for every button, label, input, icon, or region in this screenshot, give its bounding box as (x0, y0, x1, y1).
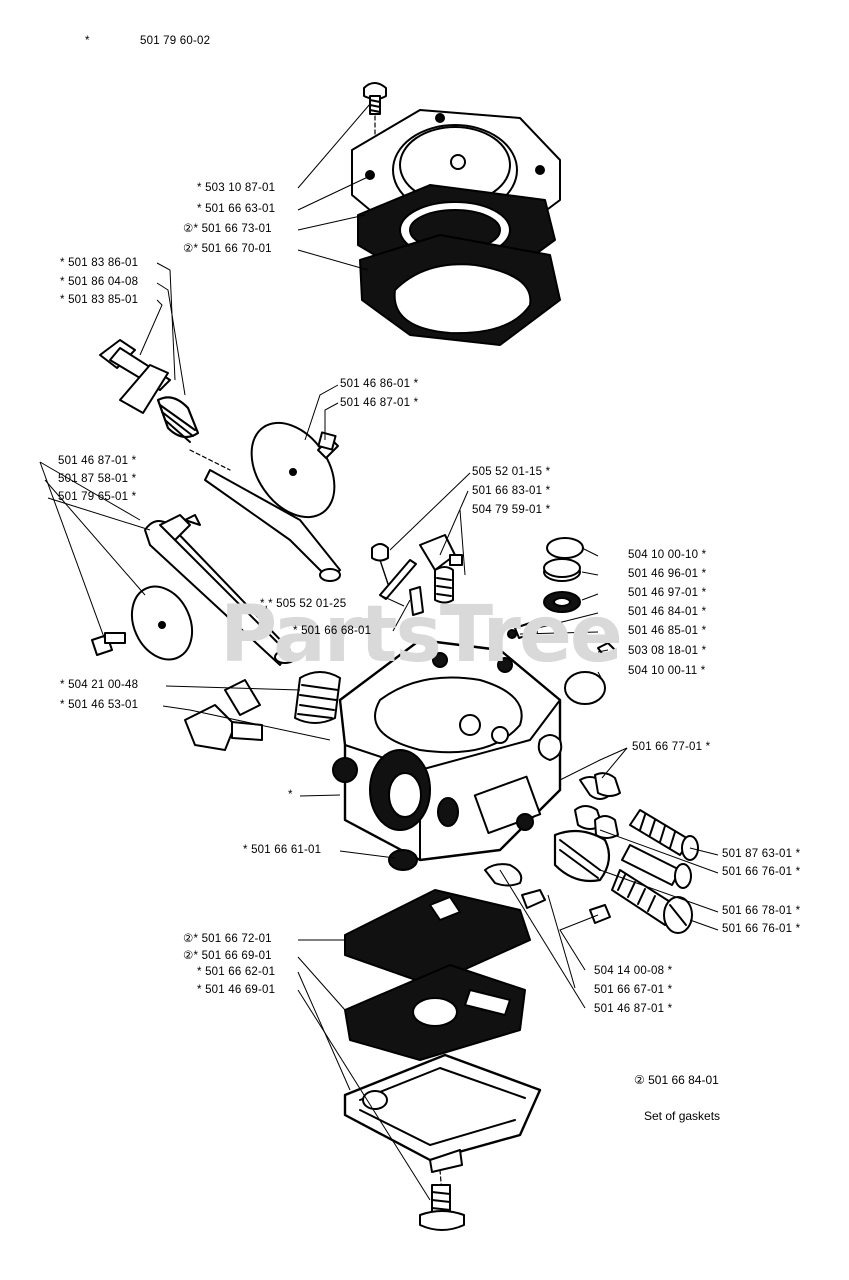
lower-choke-disc (91, 585, 194, 661)
part-label[interactable]: * 501 66 68-01 (293, 625, 372, 637)
part-label[interactable]: 504 14 00-08 * (594, 965, 673, 977)
bottom-stack (343, 849, 611, 1231)
part-label[interactable]: 501 66 78-01 * (722, 905, 801, 917)
upper-shaft (99, 339, 341, 582)
part-label[interactable]: *,* 505 52 01-25 (260, 598, 347, 610)
part-label[interactable]: * 501 83 85-01 (60, 294, 139, 306)
gasket-set-number[interactable]: ② 501 66 84-01 (634, 1073, 719, 1087)
part-label[interactable]: ②* 501 66 72-01 (183, 933, 272, 945)
part-label[interactable]: * 501 66 62-01 (197, 966, 276, 978)
part-label[interactable]: * 501 83 86-01 (60, 257, 139, 269)
part-label[interactable]: 504 10 00-10 * (628, 549, 707, 561)
part-label[interactable]: 501 46 85-01 * (628, 625, 707, 637)
part-label[interactable]: * 504 21 00-48 (60, 679, 139, 691)
fuel-inlet-elbow (184, 679, 263, 751)
part-label[interactable]: * 501 46 53-01 (60, 699, 139, 711)
pump-gasket (359, 234, 561, 346)
gasket-set-caption: Set of gaskets (644, 1109, 721, 1123)
header-part-number: 501 79 60-02 (140, 35, 211, 47)
part-label[interactable]: ②* 501 66 73-01 (183, 223, 272, 235)
part-label[interactable]: 501 46 97-01 * (628, 587, 707, 599)
watermark: PartsTree (220, 590, 623, 680)
part-label[interactable]: 504 10 00-11 * (628, 665, 706, 677)
part-label[interactable]: 501 46 87-01 * (594, 1003, 673, 1015)
part-label[interactable]: 505 52 01-15 * (472, 466, 551, 478)
part-label[interactable]: * 501 66 63-01 (197, 203, 276, 215)
fuel-screen-parts (507, 537, 617, 705)
part-label[interactable]: 501 79 65-01 * (58, 491, 137, 503)
part-label[interactable]: 501 46 87-01 * (58, 455, 137, 467)
part-label[interactable]: 501 87 58-01 * (58, 473, 137, 485)
part-label[interactable]: * 501 46 69-01 (197, 984, 276, 996)
carburetor-body (332, 638, 563, 862)
cover-screw (363, 82, 387, 171)
part-label[interactable]: 501 46 87-01 * (340, 397, 419, 409)
part-label[interactable]: 501 66 67-01 * (594, 984, 673, 996)
part-label[interactable]: 504 79 59-01 * (472, 504, 551, 516)
part-label[interactable]: 501 66 76-01 * (722, 923, 801, 935)
part-label[interactable]: 501 46 96-01 * (628, 568, 707, 580)
part-label[interactable]: 501 66 76-01 * (722, 866, 801, 878)
leader-lines (39, 103, 719, 1201)
part-label[interactable]: 501 87 63-01 * (722, 848, 801, 860)
part-label[interactable]: * 501 86 04-08 (60, 276, 139, 288)
part-label[interactable]: ②* 501 66 69-01 (183, 950, 272, 962)
part-label[interactable]: 501 66 83-01 * (472, 485, 551, 497)
upper-throttle-disc (250, 421, 339, 519)
lower-shaft (144, 514, 296, 666)
header-marker: * (85, 35, 90, 47)
part-label[interactable]: 503 08 18-01 * (628, 645, 707, 657)
adjustment-screws (553, 772, 699, 934)
part-label[interactable]: * 503 10 87-01 (197, 182, 276, 194)
part-label[interactable]: 501 46 84-01 * (628, 606, 707, 618)
choke-spring (294, 671, 341, 724)
part-label[interactable]: 501 46 86-01 * (340, 378, 419, 390)
metering-lever-parts (371, 534, 463, 616)
part-label[interactable]: * 501 66 61-01 (243, 844, 322, 856)
part-label[interactable]: * (288, 789, 293, 801)
part-label[interactable]: 501 66 77-01 * (632, 741, 711, 753)
part-label[interactable]: ②* 501 66 70-01 (183, 243, 272, 255)
